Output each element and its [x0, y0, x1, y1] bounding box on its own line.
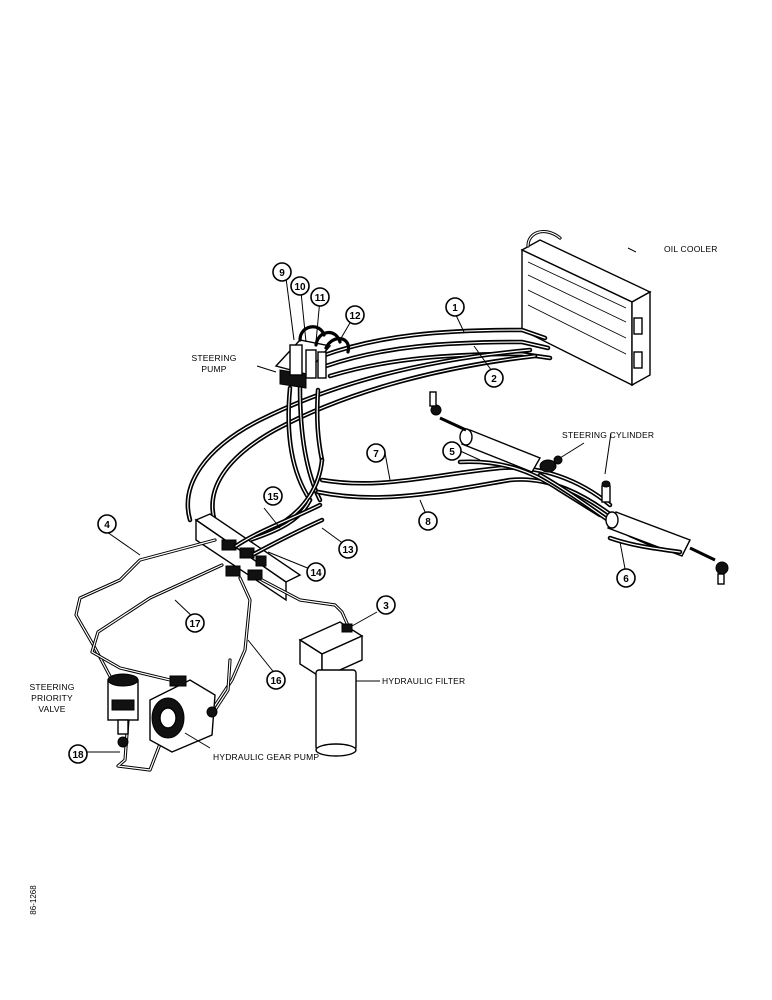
return-hoses — [185, 347, 538, 525]
callout-5: 5 — [442, 441, 462, 461]
svg-text:3: 3 — [383, 601, 389, 612]
callout-15: 15 — [263, 486, 283, 506]
hydraulic-filter — [298, 621, 364, 757]
callout-16: 16 — [266, 670, 286, 690]
steering-cylinders — [429, 391, 729, 585]
callout-12: 12 — [345, 305, 365, 325]
svg-text:18: 18 — [72, 750, 84, 761]
label-priority-line1: STEERING — [29, 682, 74, 692]
svg-text:11: 11 — [315, 293, 326, 304]
svg-text:15: 15 — [267, 492, 279, 503]
svg-text:9: 9 — [279, 268, 285, 279]
svg-text:17: 17 — [189, 619, 201, 630]
callout-18: 18 — [68, 744, 88, 764]
svg-text:13: 13 — [342, 545, 354, 556]
oil-cooler — [520, 229, 652, 387]
hoses-7-8 — [315, 459, 663, 551]
svg-text:1: 1 — [452, 303, 458, 314]
callout-17: 17 — [185, 613, 205, 633]
label-oil-cooler: OIL COOLER — [664, 244, 718, 254]
svg-text:10: 10 — [294, 282, 306, 293]
manifold-block — [194, 502, 325, 602]
callout-9: 9 — [272, 262, 292, 282]
callout-3: 3 — [376, 595, 396, 615]
callout-1: 1 — [445, 297, 465, 317]
svg-text:4: 4 — [104, 520, 110, 531]
svg-text:6: 6 — [623, 574, 629, 585]
callout-11: 11 — [310, 287, 330, 307]
label-steering-cylinder: STEERING CYLINDER — [562, 430, 654, 440]
callout-8: 8 — [418, 511, 438, 531]
callout-6: 6 — [616, 568, 636, 588]
label-priority-line3: VALVE — [38, 704, 65, 714]
label-hydraulic-filter: HYDRAULIC FILTER — [382, 676, 465, 686]
steering-priority-valve — [107, 673, 139, 748]
svg-text:14: 14 — [310, 568, 322, 579]
steel-pipes — [74, 538, 352, 772]
label-steering-pump-line2: PUMP — [201, 364, 226, 374]
svg-text:2: 2 — [491, 374, 497, 385]
label-hydraulic-gear-pump: HYDRAULIC GEAR PUMP — [213, 752, 319, 762]
callout-7: 7 — [366, 443, 386, 463]
callout-2: 2 — [484, 368, 504, 388]
hydraulic-gear-pump — [149, 675, 218, 753]
svg-text:16: 16 — [270, 676, 282, 687]
svg-text:12: 12 — [349, 311, 361, 322]
callout-10: 10 — [290, 276, 310, 296]
label-priority-line2: PRIORITY — [31, 693, 73, 703]
figure-code: 86-1268 — [29, 885, 38, 915]
callout-4: 4 — [97, 514, 117, 534]
label-steering-pump-line1: STEERING — [191, 353, 236, 363]
steering-pump — [274, 325, 351, 389]
callout-14: 14 — [306, 562, 326, 582]
svg-text:7: 7 — [373, 449, 379, 460]
svg-text:5: 5 — [449, 447, 455, 458]
callout-13: 13 — [338, 539, 358, 559]
svg-text:8: 8 — [425, 517, 431, 528]
